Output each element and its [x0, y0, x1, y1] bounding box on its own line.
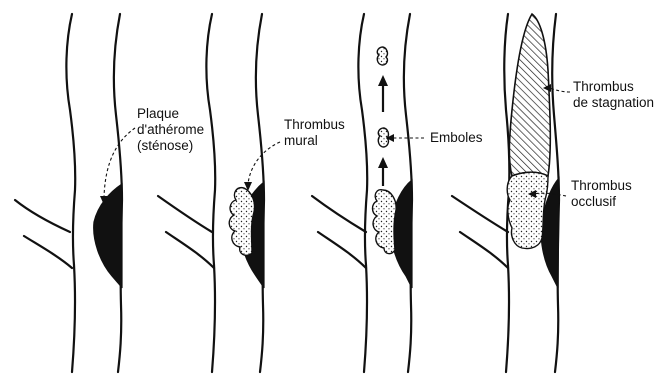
atheroma-plaque: [94, 184, 122, 288]
panel-occlusion: [452, 14, 570, 372]
label-emboli: Emboles: [430, 130, 483, 146]
branch-lower-wall: [166, 232, 214, 268]
label-line: Thrombus: [573, 79, 654, 95]
artery-left-wall: [206, 14, 215, 372]
branch-lower-wall: [460, 232, 508, 268]
label-line: Plaque: [137, 106, 204, 122]
label-line: de stagnation: [573, 95, 654, 111]
branch-lower-wall: [318, 232, 366, 268]
branch-upper-wall: [158, 196, 212, 232]
artery-left-wall: [66, 14, 75, 372]
branch-upper-wall: [452, 196, 508, 232]
label-line: d'athérome: [137, 122, 204, 138]
embolus-lower: [378, 128, 388, 147]
occlusive-thrombus: [507, 172, 548, 248]
label-line: Thrombus: [284, 117, 345, 133]
stagnation-thrombus: [509, 14, 550, 176]
branch-lower-wall: [24, 236, 72, 268]
label-line: (sténose): [137, 138, 204, 154]
fragmenting-thrombus: [373, 190, 397, 254]
label-mural-thrombus: Thrombus mural: [284, 117, 345, 149]
panel-mural-thrombus: [158, 14, 280, 372]
panel-stenosis: [15, 14, 135, 372]
label-line: Thrombus: [571, 178, 632, 194]
label-stagnation-thrombus: Thrombus de stagnation: [573, 79, 654, 111]
label-line: occlusif: [571, 194, 632, 210]
embolus-upper: [377, 47, 387, 65]
panel-emboli: [312, 14, 424, 372]
label-line: mural: [284, 133, 345, 149]
label-line: Emboles: [430, 130, 483, 146]
branch-upper-wall: [312, 196, 366, 232]
artery-left-wall: [358, 14, 367, 372]
label-occlusive-thrombus: Thrombus occlusif: [571, 178, 632, 210]
label-plaque-atheroma: Plaque d'athérome (sténose): [137, 106, 204, 154]
mural-thrombus: [229, 188, 254, 256]
branch-upper-wall: [15, 200, 70, 232]
